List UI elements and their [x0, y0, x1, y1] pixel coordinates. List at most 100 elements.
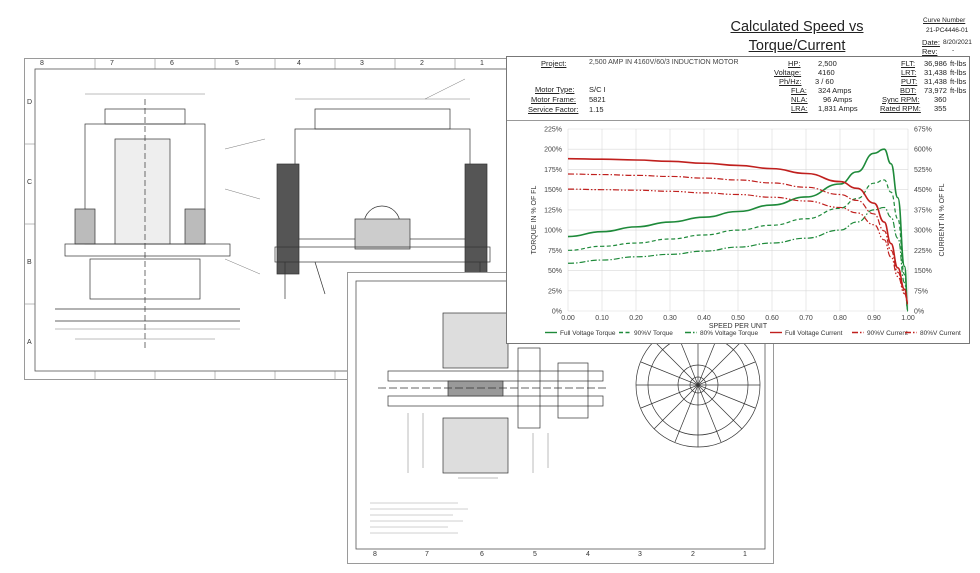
drawing-sheet-assembly: 8 7 6 5 4 3 2 1 D C B A — [24, 58, 523, 380]
title-area — [700, 12, 972, 56]
assembly-drawing — [25, 59, 513, 379]
put-unit: ft-lbs — [950, 77, 967, 86]
service-factor-label: Service Factor: — [528, 105, 579, 114]
sheet2-grid-5: 5 — [533, 551, 537, 558]
speed-torque-chart: 0%0%25%75%50%150%75%225%100%300%125%375%… — [531, 127, 961, 338]
y-left-tick-label: 75% — [548, 248, 562, 255]
x-tick-label: 0.40 — [697, 315, 711, 322]
curve-number-label: Curve Number — [923, 17, 966, 24]
grid-top-6: 6 — [170, 60, 174, 67]
x-axis-label: SPEED PER UNIT — [709, 323, 768, 330]
rated-rpm-label: Rated RPM: — [880, 104, 921, 113]
grid-top-3: 3 — [360, 60, 364, 67]
series-line-2 — [567, 179, 909, 312]
grid-side-a: A — [27, 339, 32, 346]
put-value: 31,438 — [924, 77, 947, 86]
x-tick-label: 0.90 — [867, 315, 881, 322]
motor-type-value: S/C I — [589, 85, 606, 94]
grid-top-8: 8 — [40, 60, 44, 67]
grid-side-c: C — [27, 179, 33, 186]
y-left-tick-label: 125% — [544, 207, 562, 214]
fla-value: 324 Amps — [818, 86, 852, 95]
fla-label: FLA: — [791, 86, 807, 95]
sheet2-grid-2: 2 — [691, 551, 695, 558]
x-tick-label: 0.00 — [561, 315, 575, 322]
date-label: Date: — [922, 38, 940, 47]
y-right-tick-label: 450% — [914, 187, 932, 194]
x-tick-label: 0.30 — [663, 315, 677, 322]
service-factor-value: 1.15 — [589, 105, 604, 114]
sheet2-grid-6: 6 — [480, 551, 484, 558]
legend-label: 80%V Current — [920, 330, 961, 337]
date-value: 8/20/2021 — [943, 39, 972, 46]
grid-top-1: 1 — [480, 60, 484, 67]
chart-panel: Project: 2,500 AMP IN 4160V/60/3 INDUCTI… — [506, 56, 970, 344]
legend-label: 90%V Torque — [634, 330, 673, 337]
grid-side-b: B — [27, 259, 32, 266]
series-line-4 — [567, 157, 909, 304]
voltage-value: 4160 — [818, 68, 835, 77]
series-line-1 — [567, 148, 909, 312]
x-tick-label: 0.10 — [595, 315, 609, 322]
rotor-drawing — [355, 280, 766, 550]
voltage-label: Voltage: — [774, 68, 802, 77]
bdt-value: 73,972 — [924, 86, 947, 95]
rev-value: - — [952, 47, 955, 54]
bdt-unit: ft-lbs — [950, 86, 967, 95]
y-right-tick-label: 375% — [914, 207, 932, 214]
motor-frame-label: Motor Frame: — [531, 95, 577, 104]
flt-label: FLT: — [901, 59, 916, 68]
grid-side-d: D — [27, 99, 33, 106]
y-left-tick-label: 175% — [544, 167, 562, 174]
legend-label: 80% Voltage Torque — [700, 330, 758, 337]
y-right-tick-label: 0% — [914, 309, 924, 316]
grid-top-4: 4 — [297, 60, 301, 67]
y-right-tick-label: 75% — [914, 288, 928, 295]
y-left-tick-label: 100% — [544, 228, 562, 235]
sync-rpm-value: 360 — [934, 95, 947, 104]
x-tick-label: 0.50 — [731, 315, 745, 322]
curve-number: 21-PC4446-01 — [926, 27, 969, 34]
y-left-tick-label: 200% — [544, 147, 562, 154]
y-left-tick-label: 0% — [552, 309, 562, 316]
x-tick-label: 1.00 — [901, 315, 915, 322]
y-right-tick-label: 525% — [914, 167, 932, 174]
x-tick-label: 0.60 — [765, 315, 779, 322]
y-right-tick-label: 225% — [914, 248, 932, 255]
sheet2-grid-1: 1 — [743, 551, 747, 558]
bdt-label: BDT: — [900, 86, 917, 95]
ph-hz-label: Ph/Hz: — [779, 77, 802, 86]
sheet2-grid-8: 8 — [373, 551, 377, 558]
y-left-tick-label: 150% — [544, 187, 562, 194]
y-right-tick-label: 300% — [914, 228, 932, 235]
grid-top-2: 2 — [420, 60, 424, 67]
project-label: Project: — [541, 59, 567, 68]
y-right-tick-label: 600% — [914, 147, 932, 154]
lrt-value: 31,438 — [924, 68, 947, 77]
y-left-tick-label: 25% — [548, 288, 562, 295]
legend-label: Full Voltage Current — [785, 330, 843, 337]
legend-label: Full Voltage Torque — [560, 330, 616, 337]
put-label: PUT: — [901, 77, 918, 86]
y-right-tick-label: 150% — [914, 268, 932, 275]
sheet2-grid-4: 4 — [586, 551, 590, 558]
series-line-5 — [567, 173, 909, 305]
lrt-unit: ft-lbs — [950, 68, 967, 77]
rev-label: Rev: — [922, 47, 938, 56]
y-left-tick-label: 225% — [544, 127, 562, 134]
rated-rpm-value: 355 — [934, 104, 947, 113]
grid-top-5: 5 — [235, 60, 239, 67]
legend-label: 90%V Current — [867, 330, 908, 337]
sheet2-grid-7: 7 — [425, 551, 429, 558]
x-tick-label: 0.70 — [799, 315, 813, 322]
ph-hz-value: 3 / 60 — [815, 77, 834, 86]
motor-type-label: Motor Type: — [535, 85, 575, 94]
x-tick-label: 0.20 — [629, 315, 643, 322]
x-tick-label: 0.80 — [833, 315, 847, 322]
sheet2-grid-3: 3 — [638, 551, 642, 558]
nla-value: 96 Amps — [823, 95, 853, 104]
chart-title: Calculated Speed vs Torque/Current — [730, 19, 864, 54]
series-line-6 — [567, 188, 909, 306]
nla-label: NLA: — [791, 95, 808, 104]
sync-rpm-label: Sync RPM: — [882, 95, 920, 104]
